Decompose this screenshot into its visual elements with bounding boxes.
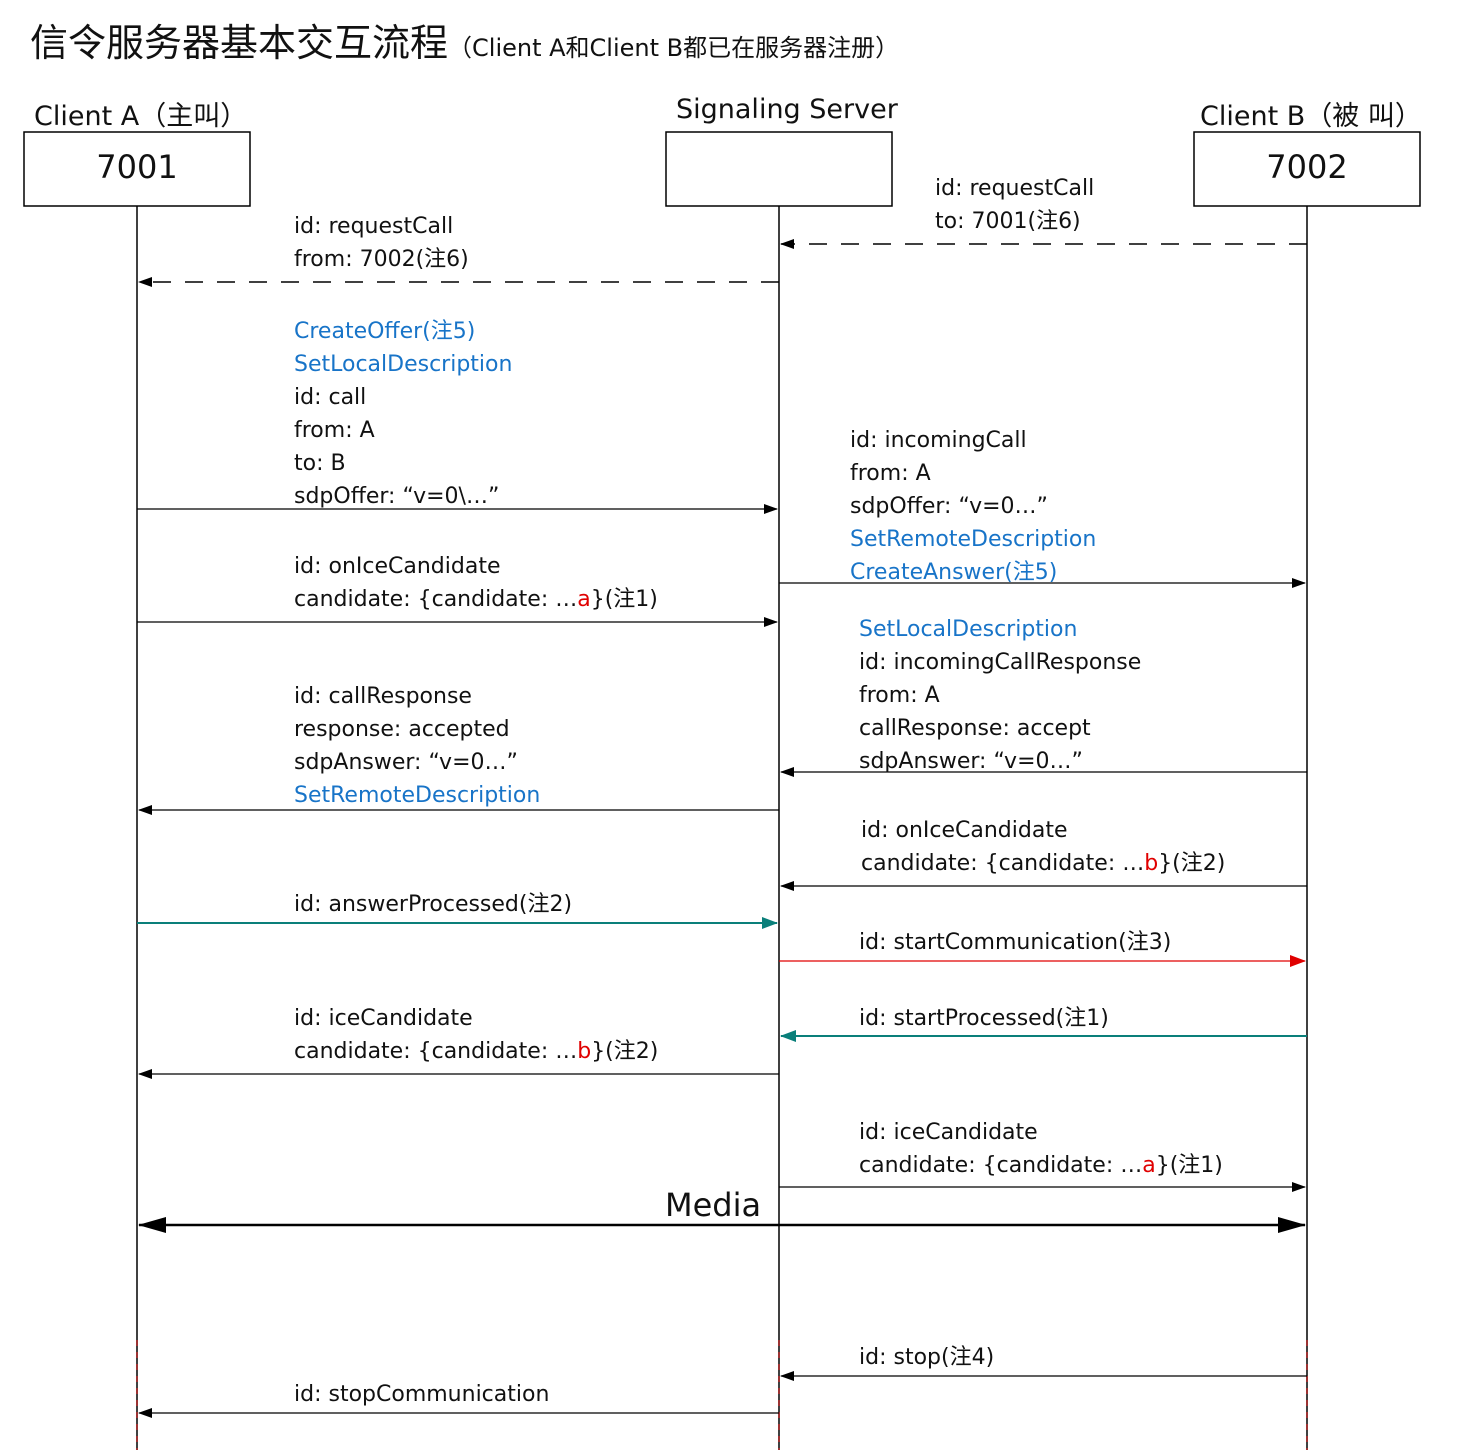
candidate-suffix: }(注2) bbox=[591, 1039, 659, 1064]
msg-line: from: 7002(注6) bbox=[294, 247, 469, 272]
msg-line: from: A bbox=[859, 683, 940, 708]
actor-b-box-number: 7002 bbox=[1266, 148, 1348, 186]
msg-line: sdpOffer: “v=0…” bbox=[850, 494, 1048, 519]
label-server-to-a-requestcall: id: requestCall from: 7002(注6) bbox=[294, 210, 469, 276]
label-b-to-server-incomingcallresponse: SetLocalDescription id: incomingCallResp… bbox=[859, 614, 1141, 779]
candidate-mark: a bbox=[577, 587, 591, 612]
msg-line: id: iceCandidate bbox=[859, 1120, 1038, 1145]
candidate-mark: a bbox=[1142, 1153, 1156, 1178]
actor-a-box bbox=[23, 131, 251, 207]
candidate-mark: b bbox=[577, 1039, 592, 1064]
msg-candidate-line: candidate: {candidate: …b}(注2) bbox=[294, 1035, 658, 1068]
candidate-mark: b bbox=[1144, 851, 1159, 876]
msg-line: id: requestCall bbox=[935, 176, 1095, 201]
label-server-to-b-icecandidate: id: iceCandidate candidate: {candidate: … bbox=[859, 1116, 1223, 1182]
msg-action: SetRemoteDescription bbox=[850, 527, 1097, 552]
title-sub: （Client A和Client B都已在服务器注册） bbox=[448, 34, 900, 62]
msg-line: id: incomingCallResponse bbox=[859, 650, 1142, 675]
msg-line: to: B bbox=[294, 451, 346, 476]
actor-server-box bbox=[665, 131, 893, 207]
label-b-to-server-startprocessed: id: startProcessed(注1) bbox=[859, 1006, 1109, 1031]
actor-server-label: Signaling Server bbox=[676, 94, 898, 125]
label-b-to-server-stop: id: stop(注4) bbox=[859, 1345, 995, 1370]
actor-b-box bbox=[1193, 131, 1421, 207]
title-main: 信令服务器基本交互流程 bbox=[30, 21, 449, 65]
actor-a-label: Client A（主叫） bbox=[34, 101, 248, 132]
msg-candidate-line: candidate: {candidate: …b}(注2) bbox=[861, 847, 1225, 880]
msg-line: callResponse: accept bbox=[859, 716, 1091, 741]
msg-line: id: requestCall bbox=[294, 214, 454, 239]
msg-line: sdpAnswer: “v=0…” bbox=[294, 750, 518, 775]
actor-a-box-number: 7001 bbox=[96, 148, 178, 186]
candidate-prefix: candidate: {candidate: … bbox=[294, 1039, 578, 1064]
msg-candidate-line: candidate: {candidate: …a}(注1) bbox=[859, 1149, 1223, 1182]
msg-line: id: call bbox=[294, 385, 367, 410]
msg-line: from: A bbox=[850, 461, 931, 486]
msg-line: id: callResponse bbox=[294, 684, 472, 709]
candidate-prefix: candidate: {candidate: … bbox=[861, 851, 1145, 876]
label-media: Media bbox=[665, 1186, 762, 1224]
candidate-suffix: }(注1) bbox=[590, 587, 658, 612]
msg-action: SetLocalDescription bbox=[859, 617, 1078, 642]
label-server-to-a-icecandidate: id: iceCandidate candidate: {candidate: … bbox=[294, 1002, 658, 1068]
msg-line: id: incomingCall bbox=[850, 428, 1027, 453]
actor-b-label: Client B（被 叫） bbox=[1200, 101, 1422, 132]
msg-line: sdpOffer: “v=0\…” bbox=[294, 484, 500, 509]
candidate-suffix: }(注2) bbox=[1158, 851, 1226, 876]
msg-action: CreateOffer(注5) bbox=[294, 319, 476, 344]
label-b-to-server-onicecandidate: id: onIceCandidate candidate: {candidate… bbox=[861, 814, 1225, 880]
label-server-to-a-stopcommunication: id: stopCommunication bbox=[294, 1382, 550, 1407]
msg-action: SetRemoteDescription bbox=[294, 783, 541, 808]
msg-line: id: iceCandidate bbox=[294, 1006, 473, 1031]
candidate-prefix: candidate: {candidate: … bbox=[294, 587, 578, 612]
diagram-title: 信令服务器基本交互流程（Client A和Client B都已在服务器注册） bbox=[30, 12, 899, 67]
msg-line: sdpAnswer: “v=0…” bbox=[859, 749, 1083, 774]
msg-line: id: onIceCandidate bbox=[294, 554, 501, 579]
label-b-to-server-requestcall: id: requestCall to: 7001(注6) bbox=[935, 172, 1094, 238]
label-server-to-a-callresponse: id: callResponse response: accepted sdpA… bbox=[294, 680, 540, 812]
candidate-prefix: candidate: {candidate: … bbox=[859, 1153, 1143, 1178]
label-server-to-b-startcommunication: id: startCommunication(注3) bbox=[859, 930, 1172, 955]
label-a-to-server-onicecandidate: id: onIceCandidate candidate: {candidate… bbox=[294, 550, 658, 616]
msg-line: from: A bbox=[294, 418, 375, 443]
label-a-to-server-answerprocessed: id: answerProcessed(注2) bbox=[294, 892, 573, 917]
label-a-to-server-call: CreateOffer(注5) SetLocalDescription id: … bbox=[294, 316, 512, 514]
msg-candidate-line: candidate: {candidate: …a}(注1) bbox=[294, 583, 658, 616]
msg-line: id: onIceCandidate bbox=[861, 818, 1068, 843]
msg-action: SetLocalDescription bbox=[294, 352, 513, 377]
candidate-suffix: }(注1) bbox=[1155, 1153, 1223, 1178]
msg-line: response: accepted bbox=[294, 717, 510, 742]
msg-action: CreateAnswer(注5) bbox=[850, 560, 1058, 585]
label-server-to-b-incomingcall: id: incomingCall from: A sdpOffer: “v=0…… bbox=[850, 424, 1096, 589]
msg-line: to: 7001(注6) bbox=[935, 209, 1081, 234]
